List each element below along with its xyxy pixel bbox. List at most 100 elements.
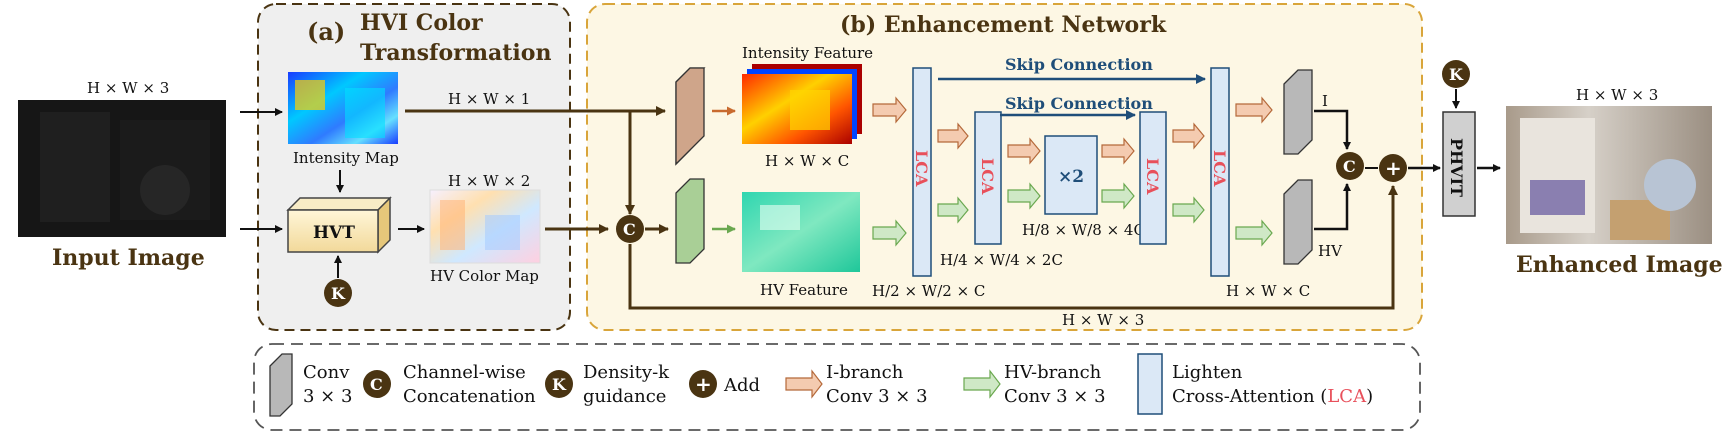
legend-lca-line2-b: LCA: [1327, 386, 1367, 407]
concat-icon-out: [1336, 152, 1364, 180]
legend-hvbranch-arrow-icon: [963, 369, 1001, 399]
legend-add-icon-label: +: [695, 372, 712, 396]
hollow-green-arrow-5: [1172, 196, 1205, 224]
hv-color-map-label: HV Color Map: [430, 267, 539, 285]
panel-a-title-line1: HVI Color: [360, 10, 483, 36]
hollow-green-arrow-4: [1101, 182, 1135, 210]
path-concat-residual: [628, 185, 1398, 310]
intensity-feature-dim: H × W × C: [765, 152, 849, 170]
output-image-detail: [1520, 118, 1595, 233]
lca-block-2: [974, 111, 1002, 245]
hv-color-map-detail: [440, 200, 465, 250]
lca-block-4: [1210, 67, 1230, 277]
branch-i-label: I: [1322, 92, 1328, 110]
lca-block-4-label: LCA: [1210, 150, 1229, 187]
hollow-orange-arrow-4: [1101, 137, 1135, 165]
legend-conv-icon: [269, 353, 293, 417]
hollow-green-arrow-3: [1007, 182, 1041, 210]
legend-box: [253, 343, 1421, 431]
density-k-icon-a-label: K: [331, 284, 346, 303]
add-icon-out: [1379, 154, 1407, 182]
panel-a-title-prefix: (a): [307, 17, 345, 46]
intensity-dim-label: H × W × 1: [448, 90, 530, 108]
panel-b-title: (b) Enhancement Network: [840, 12, 1167, 38]
legend-hvbranch-line1: HV-branch: [1004, 362, 1102, 383]
intensity-map-detail-2: [295, 80, 325, 110]
hv-feature-label: HV Feature: [760, 281, 848, 299]
intensity-feature-label: Intensity Feature: [742, 44, 873, 62]
lca-block-1: [912, 67, 932, 277]
legend-ibranch-line2: Conv 3 × 3: [826, 386, 928, 407]
legend-concat-icon: [363, 370, 391, 398]
hv-dim-label: H × W × 2: [448, 172, 530, 190]
legend-hvbranch-line2: Conv 3 × 3: [1004, 386, 1106, 407]
input-image-label: Input Image: [52, 245, 205, 271]
hv-feature-detail: [760, 205, 800, 230]
skip-connection-2-label: Skip Connection: [1005, 94, 1153, 113]
hollow-orange-arrow-1: [872, 96, 907, 124]
input-image-detail: [40, 112, 110, 222]
lca-block-3-label: LCA: [1143, 158, 1162, 195]
hollow-green-arrow-2: [937, 196, 969, 224]
bottom-dim-label: H × W × 3: [1062, 311, 1144, 329]
legend-conv-line2: 3 × 3: [303, 386, 352, 407]
hollow-green-arrow-6: [1235, 219, 1273, 247]
legend-ibranch-arrow-icon: [785, 369, 823, 399]
legend-concat-line2: Concatenation: [403, 386, 536, 407]
concat-icon-out-label: C: [1343, 157, 1356, 176]
output-image-detail-4: [1644, 159, 1696, 211]
legend-concat-line1: Channel-wise: [403, 362, 526, 383]
legend-lca-line2: Cross-Attention (LCA): [1172, 386, 1373, 407]
dim-hwc-out-label: H × W × C: [1226, 282, 1310, 300]
hvt-box-front: [287, 209, 379, 253]
path-i-to-concat: [1314, 109, 1351, 150]
intensity-map-detail: [345, 88, 385, 138]
legend-lca-icon: [1137, 353, 1163, 415]
branch-hv-label: HV: [1318, 242, 1343, 260]
dim-h4-label: H/4 × W/4 × 2C: [940, 251, 1063, 269]
legend-density-k-icon-label: K: [552, 375, 567, 394]
concat-icon-b-label: C: [623, 220, 636, 239]
density-k-icon-a: [324, 279, 352, 307]
legend-ibranch-line1: I-branch: [826, 362, 904, 383]
hollow-orange-arrow-5: [1172, 122, 1205, 150]
hvt-box-top: [286, 197, 392, 211]
output-image-label: Enhanced Image: [1516, 252, 1723, 278]
i-conv-block-face: [675, 67, 705, 166]
hollow-orange-arrow-2: [937, 122, 969, 150]
hollow-orange-arrow-3: [1007, 137, 1041, 165]
path-hv-to-concat: [1314, 183, 1351, 231]
legend-density-line2: guidance: [583, 386, 666, 407]
hv-color-map-detail-2: [485, 215, 520, 250]
out-i-conv-block: [1283, 69, 1313, 155]
legend-add-icon: [689, 370, 717, 398]
x2-block-label: ×2: [1058, 167, 1084, 187]
hollow-orange-arrow-6: [1235, 96, 1273, 124]
hollow-green-arrow-1: [872, 219, 907, 247]
legend-lca-line2-a: Cross-Attention (: [1172, 386, 1327, 407]
legend-concat-icon-label: C: [370, 375, 383, 394]
intensity-map-label: Intensity Map: [293, 149, 399, 167]
legend-lca-line1: Lighten: [1172, 362, 1243, 383]
dim-h8-label: H/8 × W/8 × 4C: [1022, 221, 1145, 239]
out-hv-conv-block: [1283, 179, 1313, 265]
phvit-label: PHVIT: [1447, 138, 1466, 197]
density-k-icon-out: [1442, 60, 1470, 88]
concat-icon-b: [616, 215, 644, 243]
output-dim-label: H × W × 3: [1576, 86, 1658, 104]
legend-add-label: Add: [723, 375, 760, 396]
lca-block-1-label: LCA: [912, 150, 931, 187]
legend-density-line1: Density-k: [583, 362, 670, 383]
density-k-icon-out-label: K: [1449, 65, 1464, 84]
hv-conv-block: [675, 178, 705, 264]
dim-h2-label: H/2 × W/2 × C: [872, 282, 985, 300]
legend-conv-line1: Conv: [303, 362, 350, 383]
hvt-label: HVT: [313, 223, 355, 243]
lca-block-2-label: LCA: [978, 158, 997, 195]
input-dim-label: H × W × 3: [87, 79, 169, 97]
phvit-block: [1442, 111, 1476, 217]
legend-lca-line2-c: ): [1366, 386, 1373, 407]
x2-block: [1044, 135, 1098, 215]
intensity-feature-detail: [790, 90, 830, 130]
